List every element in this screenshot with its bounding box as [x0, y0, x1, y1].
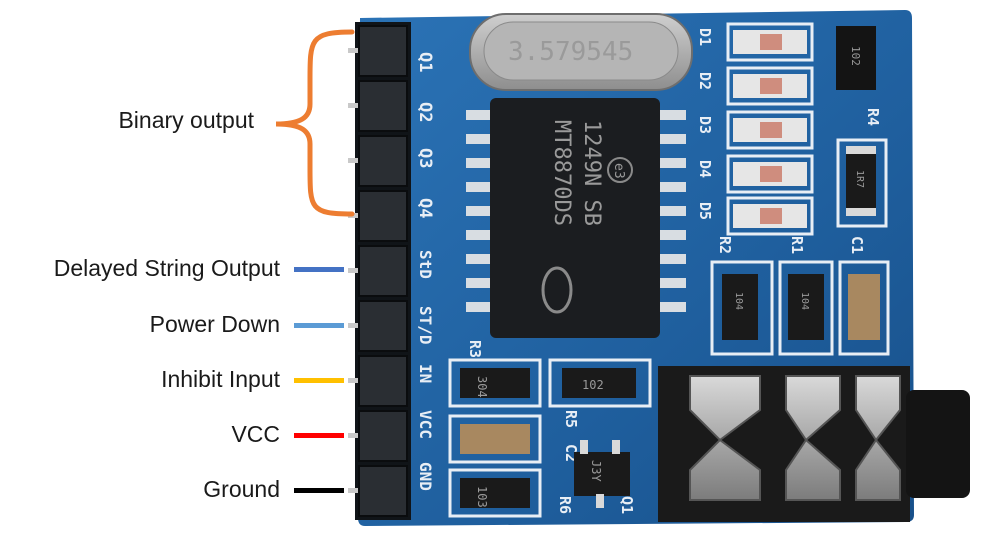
pin-header: [348, 22, 411, 520]
svg-text:D1: D1: [696, 28, 714, 46]
svg-text:R3: R3: [466, 340, 484, 358]
svg-text:C1: C1: [848, 236, 866, 254]
ground-line: [294, 488, 344, 493]
svg-text:3.579545: 3.579545: [508, 37, 633, 67]
resistor-r4: 1R7 R4: [836, 108, 888, 228]
svg-text:102: 102: [849, 46, 862, 66]
svg-text:J3Y: J3Y: [589, 460, 603, 482]
vcc-line: [294, 433, 344, 438]
component-row-r2-r1-c1: 104 104 R2 R1 C1: [710, 236, 890, 356]
resistor-network: 102: [836, 26, 876, 90]
svg-text:Q1: Q1: [618, 496, 636, 514]
svg-text:R1: R1: [788, 236, 806, 254]
crystal-oscillator: 3.579545: [469, 13, 693, 91]
svg-text:StD: StD: [416, 250, 435, 279]
svg-text:GND: GND: [416, 462, 435, 491]
svg-text:1249N SB: 1249N SB: [579, 120, 604, 226]
svg-text:Q3: Q3: [415, 148, 435, 168]
svg-text:R5: R5: [562, 410, 580, 428]
svg-text:104: 104: [733, 292, 744, 310]
vcc-label: VCC: [231, 421, 280, 447]
delayed-string-output-label: Delayed String Output: [53, 255, 280, 281]
svg-text:Q4: Q4: [415, 198, 435, 218]
delayed-string-line: [294, 267, 344, 272]
svg-text:102: 102: [582, 378, 604, 392]
svg-text:VCC: VCC: [416, 410, 435, 439]
bottom-components: 304 R3 102 R5 C2 103 R6 J3Y Q1: [448, 340, 652, 518]
svg-text:R2: R2: [716, 236, 734, 254]
inhibit-input-line: [294, 378, 344, 383]
svg-text:D2: D2: [696, 72, 714, 90]
audio-jack: [658, 366, 970, 522]
ground-label: Ground: [203, 476, 280, 502]
svg-text:103: 103: [475, 486, 489, 508]
svg-text:D4: D4: [696, 160, 714, 178]
svg-text:R6: R6: [556, 496, 574, 514]
svg-text:Q2: Q2: [415, 102, 435, 122]
ic-chip: MT8870DS 1249N SB e3: [490, 98, 660, 338]
power-down-line: [294, 323, 344, 328]
led-array: D1 D2 D3 D4 D5: [696, 22, 814, 236]
svg-text:Q1: Q1: [415, 52, 435, 72]
svg-text:ST/D: ST/D: [416, 306, 435, 345]
svg-text:D3: D3: [696, 116, 714, 134]
svg-text:e3: e3: [611, 163, 626, 179]
svg-text:R4: R4: [864, 108, 882, 126]
svg-text:D5: D5: [696, 202, 714, 220]
svg-text:104: 104: [799, 292, 810, 310]
power-down-label: Power Down: [149, 311, 280, 337]
ic-pads: [466, 110, 686, 312]
binary-output-label: Binary output: [118, 107, 254, 133]
inhibit-input-label: Inhibit Input: [161, 366, 280, 392]
pin-silkscreen-labels: Q1 Q2 Q3 Q4 StD ST/D IN VCC GND: [415, 52, 435, 491]
binary-output-brace: [275, 29, 355, 217]
svg-text:1R7: 1R7: [854, 170, 865, 188]
svg-text:304: 304: [475, 376, 489, 398]
svg-text:MT8870DS: MT8870DS: [549, 120, 574, 226]
svg-text:IN: IN: [416, 364, 435, 383]
